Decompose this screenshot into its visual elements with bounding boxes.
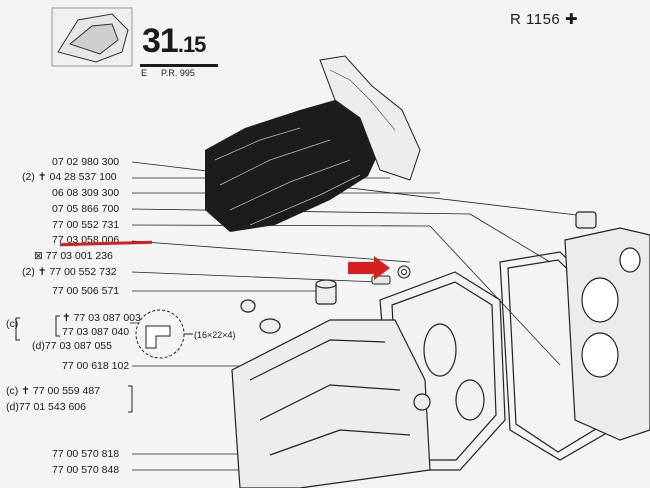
- gearbox-casing-front-part: [231, 279, 431, 488]
- part-number-5: 77 00 552 731: [52, 219, 120, 231]
- part-number-4: 07 05 866 700: [52, 203, 120, 215]
- group-c-number-1: ✝ 77 03 087 003: [62, 312, 141, 324]
- catalog-reference-number: R 1156 ✚: [510, 11, 579, 28]
- bottom-part-number-2: 77 00 570 848: [52, 464, 120, 476]
- group-d-number: (d)77 03 087 055: [32, 340, 112, 352]
- bottom-part-number-1: 77 00 570 818: [52, 448, 120, 460]
- red-arrow-icon: [348, 256, 390, 280]
- bell-housing-part: [205, 55, 421, 232]
- part-number-9: 77 00 506 571: [52, 285, 120, 297]
- group-d2-number: (d)77 01 543 606: [6, 401, 86, 413]
- gearbox-thumbnail-icon: [51, 7, 133, 67]
- group-bracket-2: [128, 385, 133, 413]
- gearbox-casing-right-part: [564, 211, 650, 441]
- part-number-3: 06 08 309 300: [52, 187, 120, 199]
- group-c-number-2: 77 03 087 040: [62, 326, 130, 338]
- part-number-8: (2) ✝ 77 00 552 732: [22, 266, 117, 278]
- part-number-2: (2) ✝ 04 28 537 100: [22, 171, 117, 183]
- part-number-10: 77 00 618 102: [62, 360, 130, 372]
- section-number: 31.15: [142, 22, 206, 60]
- seal-detail-icon: [135, 309, 193, 359]
- part-number-7: ⊠ 77 03 001 236: [34, 250, 113, 262]
- group-c-label: (c): [6, 318, 19, 330]
- group-c2-number: (c) ✝ 77 00 559 487: [6, 385, 101, 397]
- cross-symbol-icon: ✚: [564, 11, 579, 28]
- group-bracket: [15, 317, 20, 341]
- header-rule: [140, 64, 218, 67]
- seal-size-label: (16×22×4): [194, 330, 236, 340]
- part-number-1: 07 02 980 300: [52, 156, 120, 168]
